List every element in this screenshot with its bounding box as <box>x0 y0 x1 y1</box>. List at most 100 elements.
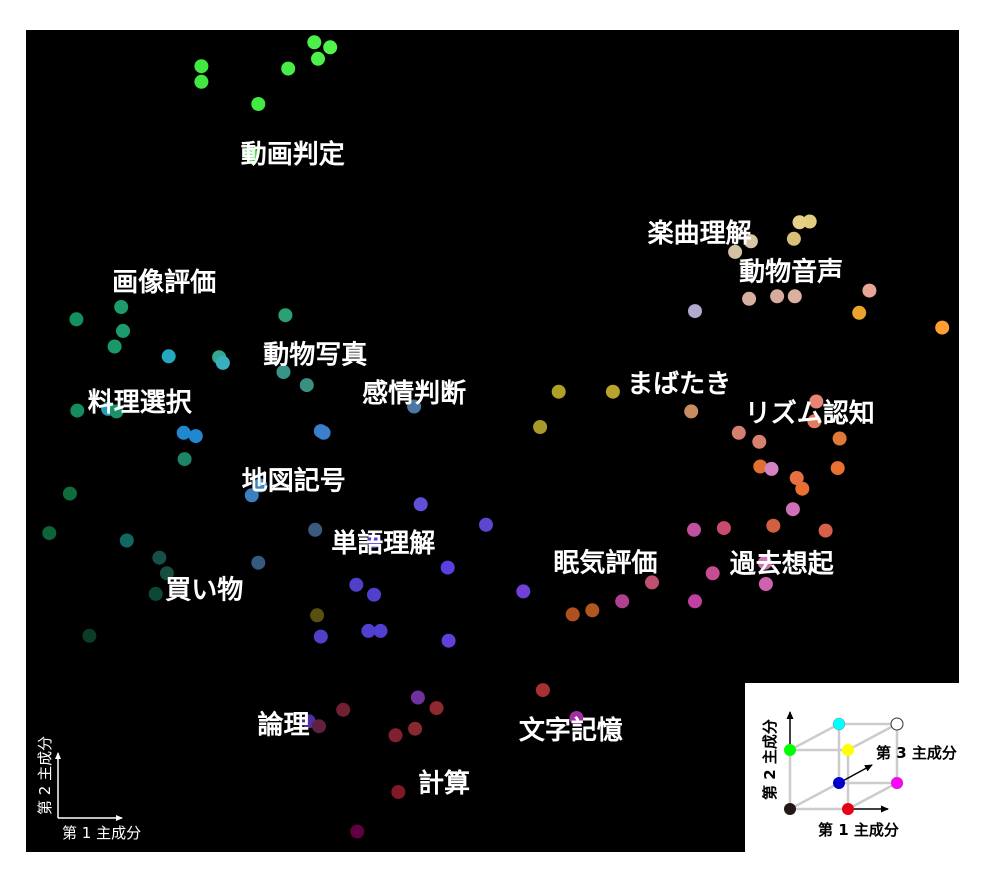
axis-indicator: 第 1 主成分 第 2 主成分 <box>36 736 141 842</box>
data-point <box>243 147 258 162</box>
data-point <box>440 560 455 575</box>
data-point <box>830 461 845 476</box>
task-label: まばたき <box>627 369 731 399</box>
data-point <box>688 594 702 609</box>
data-point <box>935 320 950 335</box>
data-point <box>728 244 743 259</box>
data-point <box>251 97 266 111</box>
data-point <box>373 623 388 638</box>
legend-pc3-arrow <box>838 764 873 784</box>
data-point <box>391 785 406 799</box>
cube-corner-pc3 <box>833 777 845 789</box>
data-point <box>152 550 167 565</box>
data-point <box>114 300 129 314</box>
data-point <box>802 214 817 229</box>
data-point <box>441 633 456 648</box>
data-point <box>116 323 130 338</box>
data-point <box>119 533 134 548</box>
data-point <box>795 481 810 496</box>
data-point <box>742 291 757 306</box>
data-point <box>809 394 824 409</box>
data-point <box>551 384 566 399</box>
data-point <box>731 425 746 440</box>
data-point <box>688 304 702 319</box>
task-label: 単語理解 <box>331 528 435 559</box>
data-point <box>361 623 376 638</box>
data-point <box>244 488 259 503</box>
data-point <box>716 521 731 536</box>
data-point <box>62 486 77 501</box>
task-label: 動物音声 <box>739 257 843 288</box>
data-point <box>615 594 630 609</box>
cube-corner-pc2 <box>784 744 796 756</box>
cube-corner-origin <box>784 803 796 815</box>
data-point <box>188 429 203 444</box>
legend-pc3-label: 第 3 主成分 <box>876 744 957 762</box>
color-cube-legend: 第 1 主成分 第 3 主成分 第 2 主成分 <box>745 683 959 853</box>
data-point <box>278 308 293 323</box>
task-label: 眠気評価 <box>553 548 657 579</box>
data-point <box>408 721 423 736</box>
data-point <box>251 555 266 570</box>
data-point <box>770 289 785 304</box>
data-point <box>148 586 163 601</box>
data-point <box>516 584 531 599</box>
data-point <box>687 522 701 537</box>
cube-corner-pc2-pc3 <box>832 717 846 731</box>
data-point <box>807 414 822 429</box>
data-point <box>194 59 209 74</box>
data-point <box>758 577 773 591</box>
data-point <box>410 690 425 705</box>
data-point <box>753 459 768 474</box>
data-point <box>818 523 833 538</box>
cube-edges <box>788 722 899 811</box>
data-point <box>766 518 781 533</box>
data-point <box>308 522 323 537</box>
data-point <box>281 61 296 76</box>
data-point <box>705 566 720 581</box>
data-point <box>109 404 124 419</box>
data-point <box>862 283 877 298</box>
task-label: 画像評価 <box>112 267 216 298</box>
data-point <box>316 425 331 440</box>
labels-layer: 動画判定楽曲理解動物音声画像評価動物写真まばたき感情判断料理選択リズム認知地図記… <box>88 139 875 799</box>
data-point <box>336 702 351 717</box>
data-point <box>645 575 659 590</box>
data-point <box>533 420 548 434</box>
data-point <box>535 683 550 698</box>
task-label: 動画判定 <box>241 139 345 170</box>
data-point <box>159 566 174 581</box>
x-axis-label: 第 1 主成分 <box>62 824 141 842</box>
data-point <box>276 365 291 379</box>
data-point <box>350 824 365 839</box>
cube-edge <box>847 781 898 811</box>
cube-corner-pc1-pc3 <box>890 776 904 790</box>
task-label: 地図記号 <box>242 465 346 496</box>
data-point <box>565 607 580 622</box>
data-point <box>479 517 493 532</box>
data-point <box>757 555 772 570</box>
data-point <box>764 461 779 476</box>
data-point <box>743 234 758 249</box>
data-point <box>312 719 326 734</box>
data-point <box>569 711 584 725</box>
data-point <box>752 434 767 449</box>
data-point <box>787 289 802 304</box>
data-point <box>349 577 364 592</box>
data-point <box>323 40 338 55</box>
y-axis-label: 第 2 主成分 <box>36 736 54 815</box>
data-point <box>215 355 230 370</box>
cube-edge <box>789 722 840 752</box>
cube-corner-pc1-pc2 <box>842 744 854 756</box>
data-point <box>311 51 325 66</box>
data-point <box>367 534 381 549</box>
task-label: 楽曲理解 <box>648 219 752 249</box>
data-point <box>82 628 97 643</box>
data-point <box>194 74 209 89</box>
data-point <box>785 502 800 517</box>
data-point <box>789 471 804 485</box>
data-point <box>42 526 57 541</box>
cube-corner-all <box>890 717 904 731</box>
data-point <box>605 384 620 399</box>
legend-pc1-label: 第 1 主成分 <box>818 821 899 839</box>
